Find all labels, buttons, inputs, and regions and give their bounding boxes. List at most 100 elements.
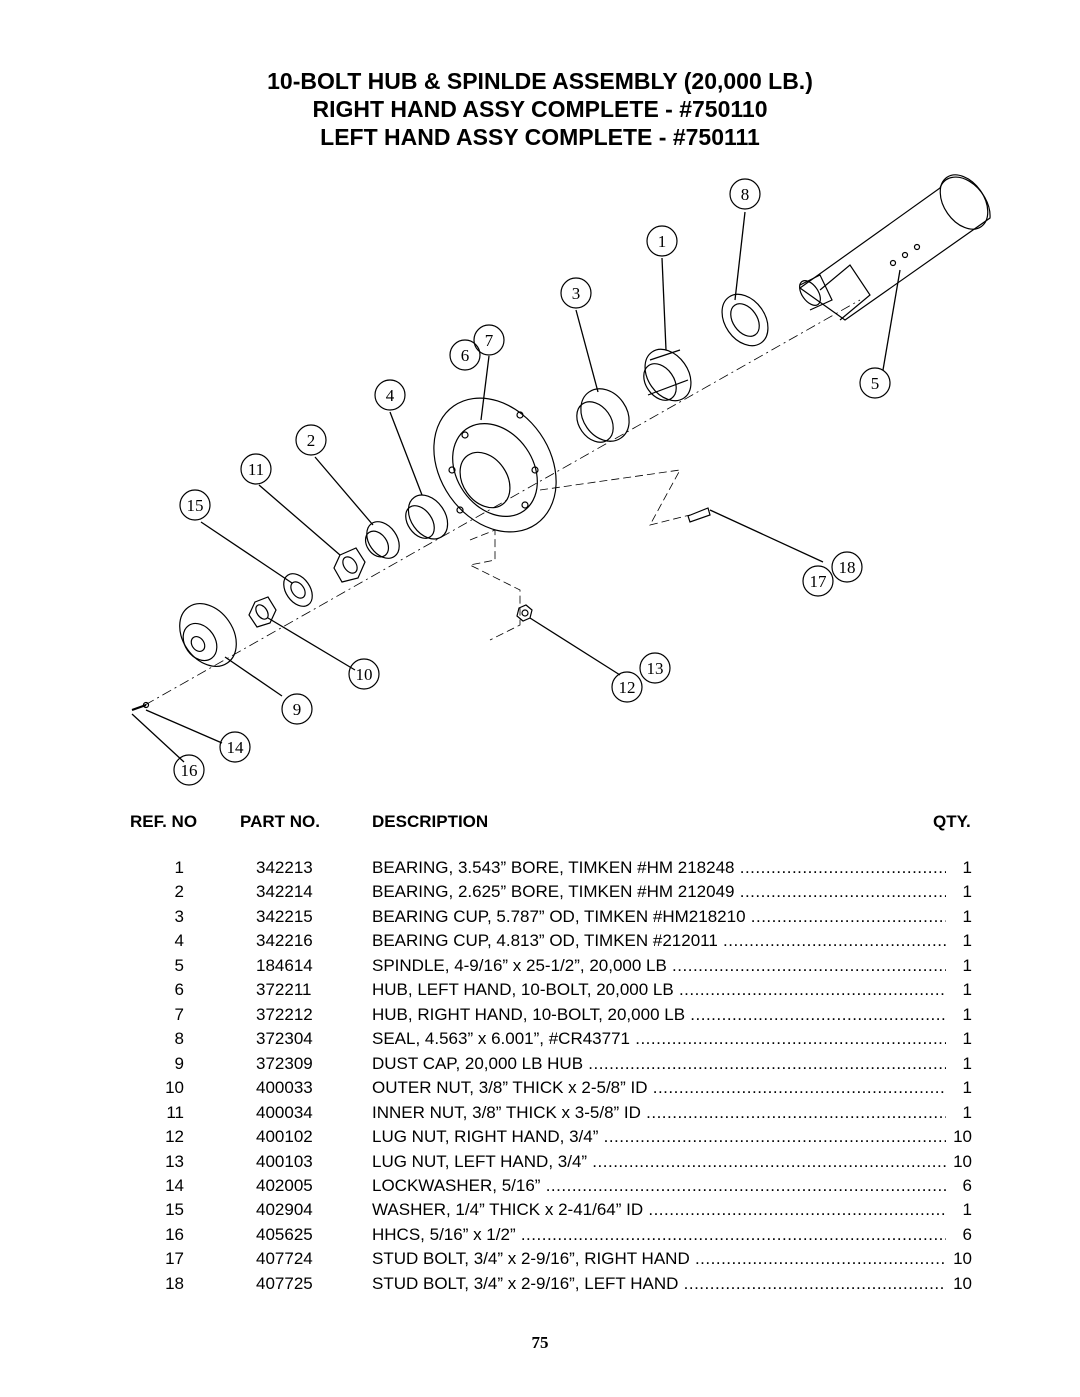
ref-cell: 8 — [174, 1029, 184, 1048]
qty-cell: 1 — [962, 1200, 972, 1219]
callout-11: 11 — [248, 460, 264, 479]
hub — [433, 397, 557, 533]
qty-cell: 1 — [962, 907, 972, 926]
exploded-assembly-diagram: 8 1 3 7 6 5 4 2 11 15 18 17 13 12 10 9 1… — [131, 174, 991, 786]
qty-cell: 1 — [962, 858, 972, 877]
ref-cell: 13 — [165, 1152, 184, 1171]
part-cell: 372309 — [256, 1054, 313, 1073]
seal — [721, 293, 769, 347]
page-number: 75 — [531, 1333, 549, 1352]
part-cell: 342213 — [256, 858, 313, 877]
spindle — [798, 174, 991, 321]
ref-cell: 9 — [174, 1054, 184, 1073]
ref-cell: 18 — [165, 1274, 184, 1293]
desc-cell: DUST CAP, 20,000 LB HUB — [372, 1054, 946, 1074]
ref-cell: 6 — [174, 980, 184, 999]
header-description: DESCRIPTION — [372, 812, 489, 831]
callout-18: 18 — [839, 558, 856, 577]
header-ref-no: REF. NO — [130, 812, 198, 831]
callout-17: 17 — [810, 572, 828, 591]
qty-cell: 1 — [962, 882, 972, 901]
qty-cell: 6 — [962, 1225, 972, 1244]
desc-cell: BEARING, 2.625” BORE, TIMKEN #HM 212049 — [372, 882, 946, 902]
desc-cell: HUB, LEFT HAND, 10-BOLT, 20,000 LB — [372, 980, 946, 1000]
table-row: 2 342214 BEARING, 2.625” BORE, TIMKEN #H… — [0, 882, 1080, 906]
bearing-small — [364, 521, 400, 559]
callout-15: 15 — [187, 496, 204, 515]
ref-cell: 5 — [174, 956, 184, 975]
part-cell: 402904 — [256, 1200, 313, 1219]
qty-cell: 1 — [962, 1029, 972, 1048]
part-cell: 372304 — [256, 1029, 313, 1048]
table-row: 17 407724 STUD BOLT, 3/4” x 2-9/16”, RIG… — [0, 1249, 1080, 1273]
qty-cell: 10 — [953, 1274, 972, 1293]
table-row: 16 405625 HHCS, 5/16” x 1/2” 6 — [0, 1225, 1080, 1249]
callout-12: 12 — [619, 678, 636, 697]
part-cell: 184614 — [256, 956, 313, 975]
part-cell: 342214 — [256, 882, 313, 901]
title-line-1: 10-BOLT HUB & SPINLDE ASSEMBLY (20,000 L… — [267, 68, 813, 94]
outer-nut — [248, 596, 277, 628]
bearing-cup-small — [405, 494, 449, 540]
part-cell: 400033 — [256, 1078, 313, 1097]
ref-cell: 17 — [165, 1249, 184, 1268]
desc-cell: INNER NUT, 3/8” THICK x 3-5/8” ID — [372, 1103, 946, 1123]
callout-circles — [173, 178, 891, 786]
ref-cell: 11 — [166, 1103, 184, 1122]
title-line-2: RIGHT HAND ASSY COMPLETE - #750110 — [312, 96, 768, 122]
part-cell: 400034 — [256, 1103, 313, 1122]
qty-cell: 1 — [962, 1078, 972, 1097]
desc-cell: LUG NUT, LEFT HAND, 3/4” — [372, 1152, 946, 1172]
table-row: 12 400102 LUG NUT, RIGHT HAND, 3/4” 10 — [0, 1127, 1080, 1151]
desc-cell: OUTER NUT, 3/8” THICK x 2-5/8” ID — [372, 1078, 946, 1098]
table-row: 18 407725 STUD BOLT, 3/4” x 2-9/16”, LEF… — [0, 1274, 1080, 1298]
callout-5: 5 — [871, 374, 880, 393]
desc-cell: HHCS, 5/16” x 1/2” — [372, 1225, 946, 1245]
part-cell: 372212 — [256, 1005, 313, 1024]
qty-cell: 10 — [953, 1127, 972, 1146]
part-cell: 372211 — [256, 980, 312, 999]
table-row: 7 372212 HUB, RIGHT HAND, 10-BOLT, 20,00… — [0, 1005, 1080, 1029]
callout-7: 7 — [485, 331, 494, 350]
qty-cell: 10 — [953, 1152, 972, 1171]
table-row: 14 402005 LOCKWASHER, 5/16” 6 — [0, 1176, 1080, 1200]
desc-cell: SPINDLE, 4-9/16” x 25-1/2”, 20,000 LB — [372, 956, 946, 976]
part-cell: 342215 — [256, 907, 313, 926]
stud-bolt — [687, 507, 711, 523]
part-cell: 407725 — [256, 1274, 313, 1293]
ref-cell: 15 — [165, 1200, 184, 1219]
qty-cell: 10 — [953, 1249, 972, 1268]
qty-cell: 1 — [962, 1054, 972, 1073]
table-row: 5 184614 SPINDLE, 4-9/16” x 25-1/2”, 20,… — [0, 956, 1080, 980]
desc-cell: BEARING, 3.543” BORE, TIMKEN #HM 218248 — [372, 858, 946, 878]
qty-cell: 6 — [962, 1176, 972, 1195]
qty-cell: 1 — [962, 931, 972, 950]
part-cell: 400102 — [256, 1127, 313, 1146]
desc-cell: WASHER, 1/4” THICK x 2-41/64” ID — [372, 1200, 946, 1220]
table-row: 1 342213 BEARING, 3.543” BORE, TIMKEN #H… — [0, 858, 1080, 882]
callout-10: 10 — [356, 665, 373, 684]
desc-cell: LOCKWASHER, 5/16” — [372, 1176, 946, 1196]
ref-cell: 12 — [165, 1127, 184, 1146]
callout-3: 3 — [572, 284, 581, 303]
ref-cell: 3 — [174, 907, 184, 926]
qty-cell: 1 — [962, 956, 972, 975]
part-cell: 402005 — [256, 1176, 313, 1195]
desc-cell: BEARING CUP, 5.787” OD, TIMKEN #HM218210 — [372, 907, 946, 927]
part-cell: 342216 — [256, 931, 313, 950]
qty-cell: 1 — [962, 1005, 972, 1024]
desc-cell: BEARING CUP, 4.813” OD, TIMKEN #212011 — [372, 931, 946, 951]
ref-cell: 14 — [165, 1176, 184, 1195]
part-cell: 400103 — [256, 1152, 313, 1171]
table-row: 13 400103 LUG NUT, LEFT HAND, 3/4” 10 — [0, 1152, 1080, 1176]
ref-cell: 10 — [165, 1078, 184, 1097]
ref-cell: 16 — [165, 1225, 184, 1244]
table-row: 4 342216 BEARING CUP, 4.813” OD, TIMKEN … — [0, 931, 1080, 955]
dust-cap — [179, 603, 237, 667]
bearing-large — [643, 348, 692, 402]
ref-cell: 2 — [174, 882, 184, 901]
callout-6: 6 — [461, 346, 470, 365]
callout-13: 13 — [647, 659, 664, 678]
table-row: 10 400033 OUTER NUT, 3/8” THICK x 2-5/8”… — [0, 1078, 1080, 1102]
ref-cell: 1 — [174, 858, 184, 877]
